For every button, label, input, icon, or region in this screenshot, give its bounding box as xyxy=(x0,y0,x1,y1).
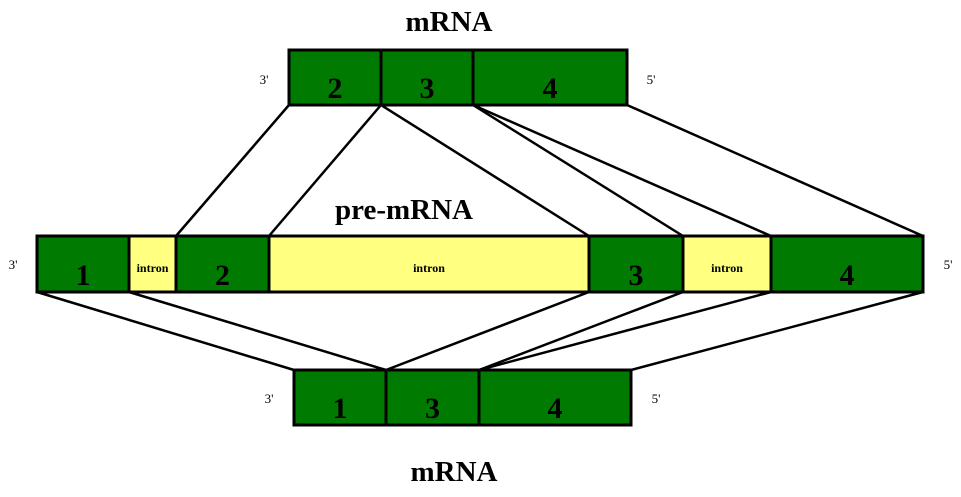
connector xyxy=(385,290,590,372)
connector xyxy=(478,290,684,372)
connector xyxy=(478,290,772,372)
pre-mrna-exon-segment xyxy=(769,234,925,294)
bottom-mrna-5prime: 5' xyxy=(652,391,661,406)
bottom-mrna-exon-segment xyxy=(384,368,481,427)
connector xyxy=(472,103,772,238)
exon-label: 4 xyxy=(543,72,558,105)
exon-label: 3 xyxy=(425,392,440,425)
exon-label: 4 xyxy=(548,392,563,425)
pre-mrna-title: pre-mRNA xyxy=(335,194,473,226)
pre-mrna-exon-segment xyxy=(35,234,131,294)
pre-mrna-5prime: 5' xyxy=(944,257,953,272)
top-mrna-row: 2 3 4 xyxy=(287,48,629,107)
exon-label: 2 xyxy=(215,259,230,292)
connector xyxy=(626,103,924,238)
intron-label: intron xyxy=(711,261,743,275)
pre-mrna-row: 1 intron 2 intron 3 intron 4 xyxy=(35,234,925,294)
exon-label: 3 xyxy=(629,259,644,292)
pre-mrna-3prime: 3' xyxy=(9,257,18,272)
top-mrna-exon-segment xyxy=(471,48,629,107)
bottom-mrna-title: mRNA xyxy=(411,456,498,488)
intron-label: intron xyxy=(413,261,445,275)
top-mrna-title: mRNA xyxy=(406,6,493,38)
bottom-connectors xyxy=(36,290,924,372)
top-connectors xyxy=(175,103,924,238)
exon-label: 2 xyxy=(328,72,343,105)
connector xyxy=(630,290,924,372)
connector xyxy=(268,104,382,237)
intron-label: intron xyxy=(137,261,169,275)
connector xyxy=(472,103,684,238)
connector xyxy=(128,290,387,372)
exon-label: 4 xyxy=(840,259,855,292)
exon-label: 1 xyxy=(333,392,348,425)
connector xyxy=(380,103,590,238)
exon-label: 3 xyxy=(420,72,435,105)
top-mrna-exon-segment xyxy=(287,48,383,107)
connector xyxy=(36,290,295,372)
top-mrna-exon-segment xyxy=(379,48,475,107)
bottom-mrna-exon-segment xyxy=(477,368,633,427)
exon-label: 1 xyxy=(76,259,91,292)
bottom-mrna-3prime: 3' xyxy=(265,391,274,406)
connector xyxy=(175,104,290,237)
bottom-mrna-row: 1 3 4 xyxy=(292,368,633,427)
top-mrna-3prime: 3' xyxy=(260,72,269,87)
bottom-mrna-exon-segment xyxy=(292,368,388,427)
top-mrna-5prime: 5' xyxy=(647,72,656,87)
pre-mrna-exon-segment xyxy=(174,234,271,294)
